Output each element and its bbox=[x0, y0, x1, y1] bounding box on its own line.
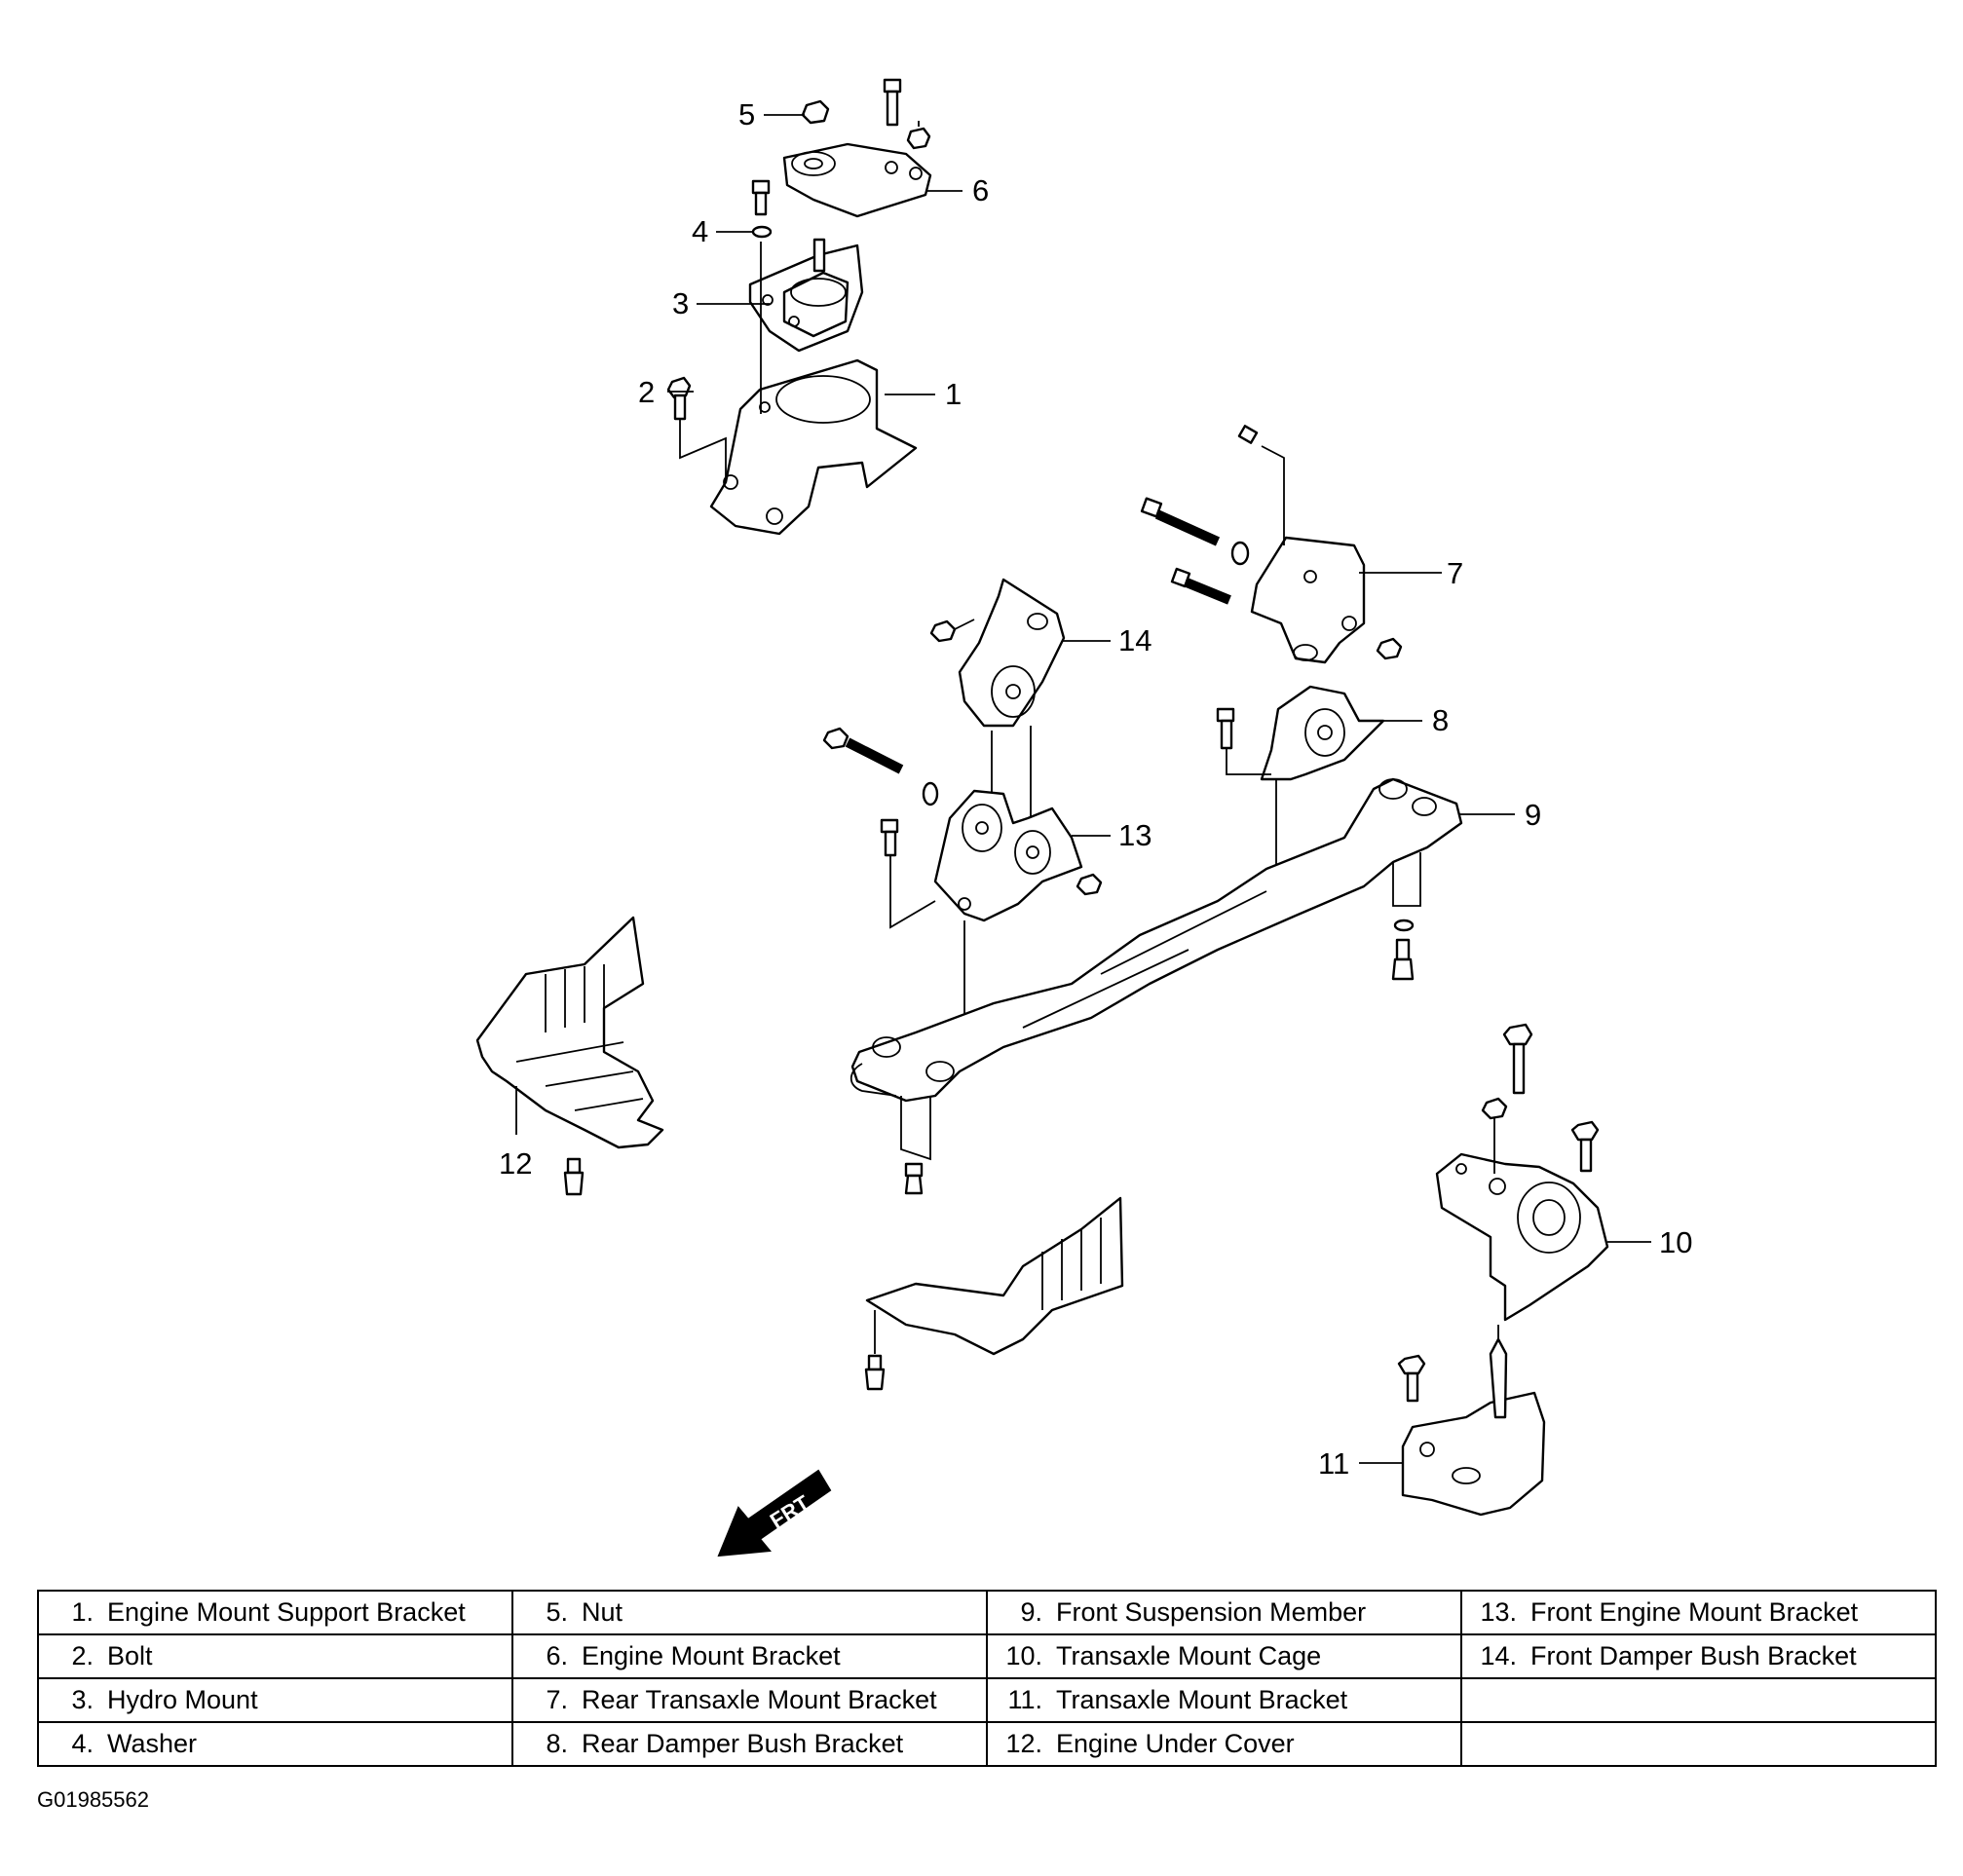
bolt bbox=[883, 78, 902, 127]
callout-8: 8 bbox=[1432, 703, 1449, 737]
nut bbox=[801, 99, 830, 125]
legend-cell: 5.Nut bbox=[511, 1590, 988, 1635]
bolt bbox=[666, 376, 727, 482]
legend-row: 2.Bolt 6.Engine Mount Bracket 10.Transax… bbox=[37, 1633, 1937, 1679]
callout-2: 2 bbox=[638, 375, 655, 409]
bolt bbox=[1502, 1023, 1533, 1095]
front-direction-arrow: FRT bbox=[717, 1469, 832, 1557]
callout-12: 12 bbox=[499, 1146, 532, 1181]
legend-cell: 1.Engine Mount Support Bracket bbox=[37, 1590, 513, 1635]
callout-7: 7 bbox=[1447, 556, 1463, 590]
legend-cell: 13.Front Engine Mount Bracket bbox=[1460, 1590, 1937, 1635]
nut bbox=[1481, 1097, 1508, 1174]
callout-3: 3 bbox=[672, 286, 689, 320]
bolt bbox=[1170, 567, 1231, 605]
engine-mount-bracket bbox=[782, 142, 932, 218]
transaxle-mount-bracket bbox=[1401, 1325, 1546, 1517]
legend-row: 4.Washer 8.Rear Damper Bush Bracket 12.E… bbox=[37, 1721, 1937, 1767]
exploded-parts-diagram: FRT 1 2 3 4 5 6 7 8 9 10 11 12 13 14 bbox=[475, 78, 1692, 1557]
rear-transaxle-mount-bracket bbox=[1250, 536, 1366, 664]
engine-under-cover bbox=[475, 916, 664, 1149]
nut bbox=[906, 121, 931, 150]
parts-legend-table: 1.Engine Mount Support Bracket 5.Nut 9.F… bbox=[37, 1590, 1937, 1767]
legend-cell: 9.Front Suspension Member bbox=[986, 1590, 1462, 1635]
bolt bbox=[864, 1354, 886, 1391]
nut bbox=[1376, 637, 1403, 660]
engine-under-cover bbox=[865, 1196, 1124, 1356]
callout-11: 11 bbox=[1318, 1446, 1349, 1481]
hydro-mount bbox=[748, 238, 864, 353]
bolt bbox=[904, 1162, 924, 1195]
bolt bbox=[1397, 1354, 1426, 1403]
callout-13: 13 bbox=[1118, 818, 1151, 852]
washer bbox=[1230, 541, 1250, 566]
front-damper-bush-bracket bbox=[958, 578, 1066, 728]
legend-cell: 8.Rear Damper Bush Bracket bbox=[511, 1721, 988, 1767]
legend-cell: 7.Rear Transaxle Mount Bracket bbox=[511, 1677, 988, 1723]
callout-4: 4 bbox=[692, 214, 708, 248]
legend-cell: 6.Engine Mount Bracket bbox=[511, 1633, 988, 1679]
washer bbox=[751, 225, 773, 239]
bolt bbox=[563, 1157, 585, 1196]
callout-5: 5 bbox=[738, 97, 755, 131]
legend-cell: 11.Transaxle Mount Bracket bbox=[986, 1677, 1462, 1723]
bolt bbox=[1570, 1120, 1600, 1173]
legend-cell: 4.Washer bbox=[37, 1721, 513, 1767]
bolt bbox=[880, 818, 936, 929]
figure-id: G01985562 bbox=[37, 1787, 149, 1812]
front-engine-mount-bracket bbox=[933, 789, 1083, 922]
callout-9: 9 bbox=[1525, 798, 1541, 832]
legend-row: 1.Engine Mount Support Bracket 5.Nut 9.F… bbox=[37, 1590, 1937, 1635]
bolt bbox=[1140, 497, 1221, 546]
washer bbox=[922, 781, 939, 807]
legend-cell: 14.Front Damper Bush Bracket bbox=[1460, 1633, 1937, 1679]
front-suspension-member bbox=[849, 777, 1463, 1161]
legend-cell: 2.Bolt bbox=[37, 1633, 513, 1679]
callout-14: 14 bbox=[1118, 623, 1151, 657]
engine-mount-support-bracket bbox=[709, 358, 918, 536]
transaxle-mount-cage bbox=[1435, 1152, 1609, 1322]
bolt bbox=[1216, 707, 1271, 775]
legend-cell bbox=[1460, 1721, 1937, 1767]
washer bbox=[1393, 919, 1415, 932]
callout-6: 6 bbox=[972, 173, 989, 207]
legend-cell bbox=[1460, 1677, 1937, 1723]
callout-1: 1 bbox=[945, 377, 962, 411]
legend-row: 3.Hydro Mount 7.Rear Transaxle Mount Bra… bbox=[37, 1677, 1937, 1723]
bolt bbox=[1391, 938, 1415, 981]
rear-damper-bush-bracket bbox=[1260, 685, 1385, 781]
callout-10: 10 bbox=[1659, 1225, 1692, 1259]
bolt bbox=[751, 179, 771, 216]
legend-cell: 12.Engine Under Cover bbox=[986, 1721, 1462, 1767]
legend-cell: 10.Transaxle Mount Cage bbox=[986, 1633, 1462, 1679]
bolt bbox=[822, 727, 904, 774]
legend-cell: 3.Hydro Mount bbox=[37, 1677, 513, 1723]
bolt bbox=[1237, 425, 1285, 545]
bolt bbox=[929, 619, 975, 643]
nut bbox=[1076, 873, 1103, 896]
